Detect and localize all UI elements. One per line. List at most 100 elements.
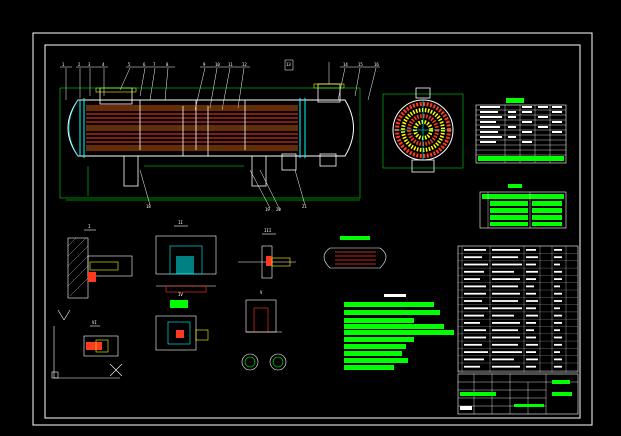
parts-list-cell xyxy=(464,307,488,310)
svg-text:13: 13 xyxy=(286,62,291,67)
design-data-table xyxy=(479,184,567,229)
parts-list-cell xyxy=(554,322,562,324)
parts-list-cell xyxy=(464,351,488,353)
svg-text:III: III xyxy=(264,228,272,233)
parts-list-cell xyxy=(526,351,536,353)
parts-list-cell xyxy=(492,263,522,266)
svg-text:5: 5 xyxy=(128,62,131,67)
parts-list-cell xyxy=(554,263,560,266)
svg-text:14: 14 xyxy=(343,62,348,67)
top-leader-lines xyxy=(60,66,380,111)
parts-list-cell xyxy=(492,292,520,295)
parts-list-cell xyxy=(492,285,518,288)
svg-text:VI: VI xyxy=(92,320,97,325)
tube-bundle-highlights xyxy=(86,107,298,149)
parts-list-cell xyxy=(492,307,522,310)
svg-text:9: 9 xyxy=(203,62,206,67)
outlet-nozzle xyxy=(281,153,297,171)
svg-text:12: 12 xyxy=(242,62,247,67)
parts-list-cell xyxy=(464,278,480,280)
parts-list-cell xyxy=(526,307,536,310)
svg-text:11: 11 xyxy=(228,62,233,67)
outer-border xyxy=(32,32,593,426)
svg-text:7: 7 xyxy=(153,62,156,67)
saddle-support-left xyxy=(123,155,139,187)
svg-text:20: 20 xyxy=(276,207,281,212)
parts-list-cell xyxy=(554,307,560,310)
parts-list-cell xyxy=(464,365,480,368)
parts-list-cell xyxy=(492,322,520,324)
parts-list-cell xyxy=(526,292,536,295)
parts-list-cell xyxy=(492,300,518,302)
parts-list-cell xyxy=(464,314,484,317)
parts-list-cell xyxy=(464,263,488,266)
parts-list-cell xyxy=(492,249,520,251)
parts-list-cell xyxy=(492,351,522,353)
svg-text:II: II xyxy=(178,220,183,225)
parts-list-cell xyxy=(554,256,562,259)
parts-list-cell xyxy=(526,322,536,324)
parts-list-cell xyxy=(554,343,562,346)
parts-list-cell xyxy=(554,358,562,361)
svg-text:V: V xyxy=(260,290,263,295)
parts-list-cell xyxy=(464,256,482,259)
parts-list-cell xyxy=(554,314,562,317)
parts-list-cell xyxy=(492,365,520,368)
svg-text:1: 1 xyxy=(62,62,65,67)
parts-list-cell xyxy=(554,249,562,251)
parts-list-cell xyxy=(554,285,560,288)
parts-list-cell xyxy=(526,365,536,368)
svg-text:I: I xyxy=(88,224,91,229)
parts-list-cell xyxy=(526,285,534,288)
parts-list-cell xyxy=(526,343,538,346)
svg-text:IV: IV xyxy=(178,292,183,297)
parts-list-cell xyxy=(554,351,560,353)
parts-list-cell xyxy=(526,263,536,266)
parts-list-cell xyxy=(526,336,536,339)
inlet-nozzle-left xyxy=(99,87,133,105)
saddle-support-right xyxy=(251,155,267,187)
shell-body xyxy=(67,99,354,157)
parts-list-cell xyxy=(526,270,538,273)
parts-list-cell xyxy=(464,300,482,302)
parts-list-cell xyxy=(464,270,484,273)
parts-list-cell xyxy=(464,358,484,361)
parts-list-cell xyxy=(464,336,486,339)
parts-list-cell xyxy=(464,292,486,295)
svg-text:3: 3 xyxy=(88,62,91,67)
nozzle-table xyxy=(475,98,567,164)
svg-text:21: 21 xyxy=(302,204,307,209)
detail-views: I II III IV V xyxy=(51,220,387,379)
parts-list-cell xyxy=(492,314,514,317)
svg-text:6: 6 xyxy=(143,62,146,67)
svg-text:10: 10 xyxy=(215,62,220,67)
parts-list-cell xyxy=(554,329,560,332)
svg-text:15: 15 xyxy=(358,62,363,67)
dimension-lines xyxy=(59,87,361,201)
inner-border xyxy=(44,44,581,419)
parts-list-cell xyxy=(464,285,486,288)
parts-list-cell xyxy=(526,314,538,317)
parts-list-cell xyxy=(492,343,518,346)
end-section-view xyxy=(382,87,464,173)
technical-notes xyxy=(344,294,454,370)
parts-list-cell xyxy=(464,322,480,324)
parts-list-cell xyxy=(492,336,520,339)
parts-list-table xyxy=(457,245,579,373)
svg-text:16: 16 xyxy=(374,62,379,67)
svg-text:8: 8 xyxy=(166,62,169,67)
title-block xyxy=(457,373,579,415)
parts-list-cell xyxy=(526,256,538,259)
parts-list-cell xyxy=(526,249,536,251)
main-elevation-view: 18 19 20 21 1 2 3 4 5 6 7 8 9 10 11 12 1… xyxy=(59,59,380,212)
drain-nozzle xyxy=(319,153,337,167)
parts-list-cell xyxy=(554,292,562,295)
svg-text:2: 2 xyxy=(78,62,81,67)
parts-list-cell xyxy=(492,329,518,332)
parts-list-cell xyxy=(492,278,520,280)
parts-list-cell xyxy=(554,336,562,339)
parts-list-cell xyxy=(464,329,486,332)
parts-list-cell xyxy=(464,343,482,346)
